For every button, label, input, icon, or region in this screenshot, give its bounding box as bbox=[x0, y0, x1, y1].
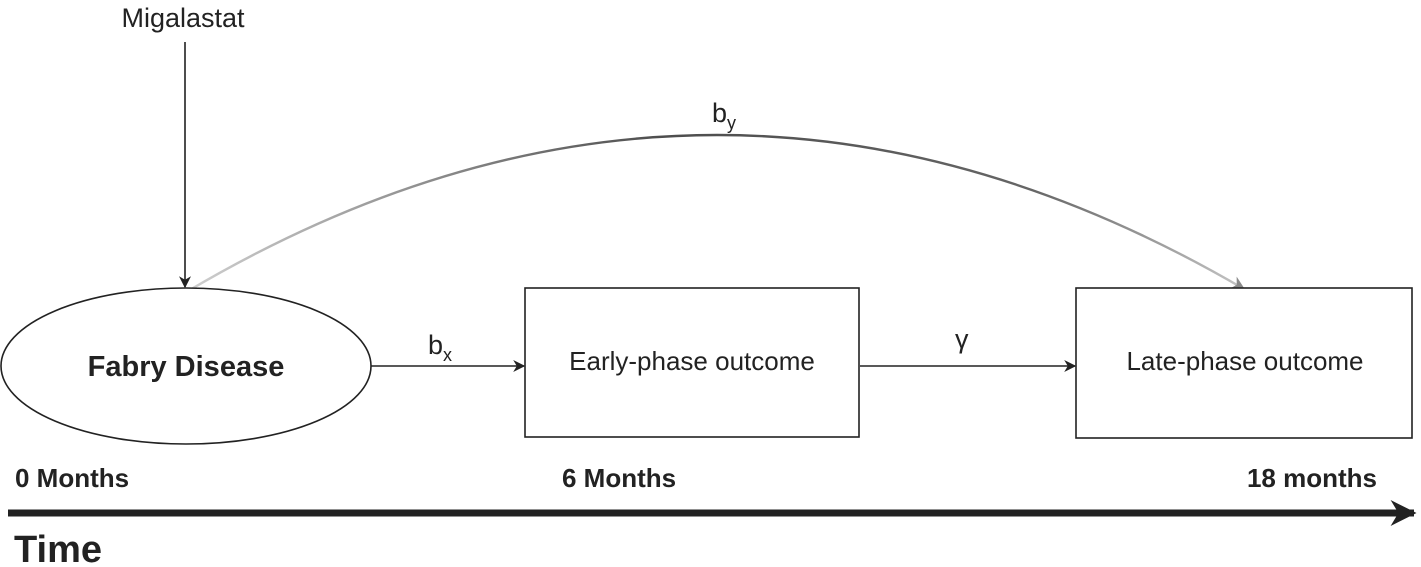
timeline-18-months: 18 months bbox=[1247, 463, 1377, 493]
by-label: by bbox=[712, 98, 736, 133]
timeline-6-months: 6 Months bbox=[562, 463, 676, 493]
late-phase-node bbox=[1075, 287, 1413, 439]
bx-label: bx bbox=[428, 330, 452, 365]
late-phase-label: Late-phase outcome bbox=[1126, 346, 1363, 376]
time-axis-label: Time bbox=[14, 529, 102, 567]
migalastat-label: Migalastat bbox=[121, 3, 245, 33]
fabry-disease-label: Fabry Disease bbox=[88, 351, 285, 383]
timeline-0-months: 0 Months bbox=[15, 463, 129, 493]
by-curved-arrow bbox=[187, 133, 1246, 293]
gamma-label: γ bbox=[955, 324, 969, 354]
early-phase-label: Early-phase outcome bbox=[569, 346, 815, 376]
early-phase-node bbox=[524, 287, 860, 438]
